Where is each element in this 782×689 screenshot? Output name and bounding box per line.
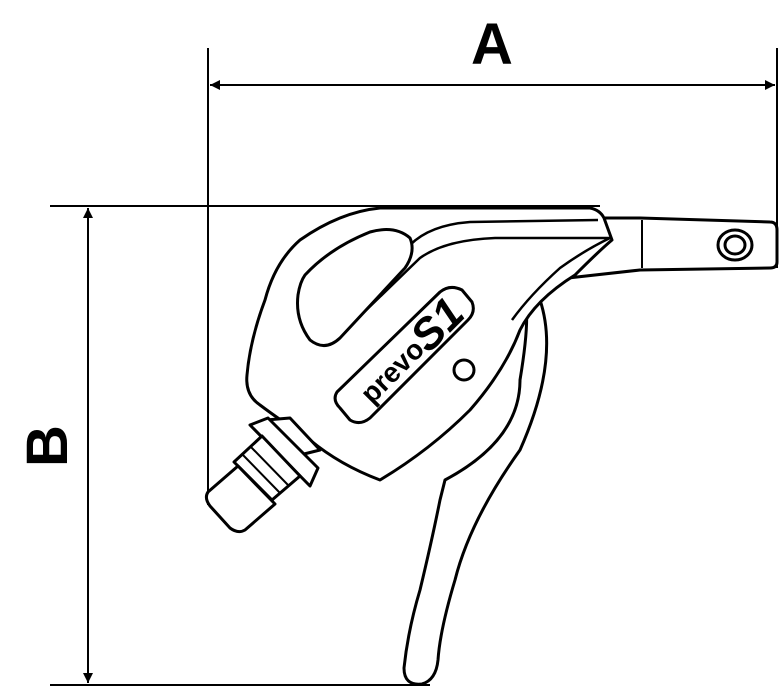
screw [452,358,476,382]
dimension-b: B [15,205,600,686]
blow-gun: prevo S1 [204,206,779,686]
inner-ridge [329,236,611,346]
upper-ridge [409,218,599,246]
dimension-label-b: B [15,425,80,467]
dimension-a: A [207,12,778,505]
logo-plate [333,285,475,425]
dimension-label-a: A [471,12,513,77]
nozzle-hole-inner [723,234,747,256]
grip-opening [296,228,414,347]
coupler-ring-1 [241,453,281,494]
trigger [402,298,549,686]
coupler-plug [204,464,277,534]
coupler-ring-2 [249,445,289,486]
